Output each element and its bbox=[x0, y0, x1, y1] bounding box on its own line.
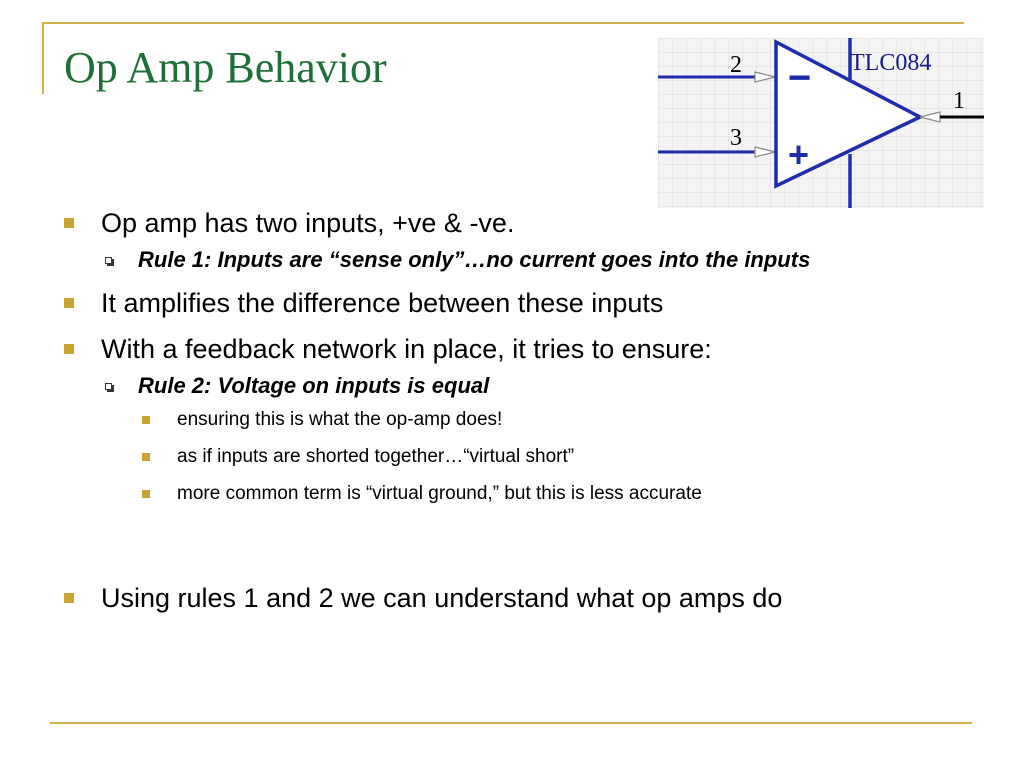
sub-bullet-rule-2: Rule 2: Voltage on inputs is equal bbox=[60, 371, 1000, 401]
square-bullet-icon bbox=[142, 416, 150, 424]
pin-3-label: 3 bbox=[730, 125, 742, 151]
hollow-square-bullet-icon bbox=[105, 257, 112, 264]
sub-bullet-text: Rule 1: Inputs are “sense only”…no curre… bbox=[138, 247, 811, 272]
bullet-using-rules: Using rules 1 and 2 we can understand wh… bbox=[60, 580, 1000, 616]
square-bullet-icon bbox=[142, 453, 150, 461]
bullet-text: Op amp has two inputs, +ve & -ve. bbox=[101, 208, 515, 238]
bottom-accent-line bbox=[50, 722, 972, 724]
bullet-text: Using rules 1 and 2 we can understand wh… bbox=[101, 583, 783, 613]
bullet-feedback: With a feedback network in place, it tri… bbox=[60, 331, 1000, 367]
square-bullet-icon bbox=[64, 344, 74, 354]
minus-sign: − bbox=[788, 56, 811, 100]
part-name-label: TLC084 bbox=[850, 50, 931, 76]
top-accent-line bbox=[42, 22, 964, 24]
sub-sub-bullet-text: more common term is “virtual ground,” bu… bbox=[177, 483, 702, 504]
sub-sub-bullet-text: as if inputs are shorted together…“virtu… bbox=[177, 446, 575, 467]
plus-sign: + bbox=[788, 134, 809, 175]
op-amp-triangle bbox=[774, 39, 924, 189]
sub-bullet-text: Rule 2: Voltage on inputs is equal bbox=[138, 373, 490, 398]
sub-sub-bullet: ensuring this is what the op-amp does! bbox=[60, 401, 1000, 438]
sub-sub-bullet: as if inputs are shorted together…“virtu… bbox=[60, 438, 1000, 475]
bullet-inputs: Op amp has two inputs, +ve & -ve. bbox=[60, 205, 1000, 241]
bullet-text: It amplifies the difference between thes… bbox=[101, 288, 664, 318]
sub-sub-bullet-text: ensuring this is what the op-amp does! bbox=[177, 409, 503, 430]
left-accent-line bbox=[42, 22, 44, 94]
bullet-amplifies: It amplifies the difference between thes… bbox=[60, 285, 1000, 321]
slide-title: Op Amp Behavior bbox=[64, 43, 387, 92]
square-bullet-icon bbox=[64, 298, 74, 308]
pin-1-label: 1 bbox=[953, 88, 965, 114]
sub-bullet-rule-1: Rule 1: Inputs are “sense only”…no curre… bbox=[60, 245, 1000, 275]
bullet-text: With a feedback network in place, it tri… bbox=[101, 334, 712, 364]
sub-sub-bullet: more common term is “virtual ground,” bu… bbox=[60, 475, 1000, 512]
square-bullet-icon bbox=[142, 490, 150, 498]
hollow-square-bullet-icon bbox=[105, 383, 112, 390]
square-bullet-icon bbox=[64, 218, 74, 228]
pin-2-label: 2 bbox=[730, 52, 742, 78]
pin-3-arrow bbox=[754, 146, 776, 158]
pin-2-arrow bbox=[754, 71, 776, 83]
square-bullet-icon bbox=[64, 593, 74, 603]
bullet-list: Op amp has two inputs, +ve & -ve. Rule 1… bbox=[60, 205, 1000, 616]
op-amp-schematic: 2 3 1 TLC084 − + bbox=[658, 38, 984, 208]
